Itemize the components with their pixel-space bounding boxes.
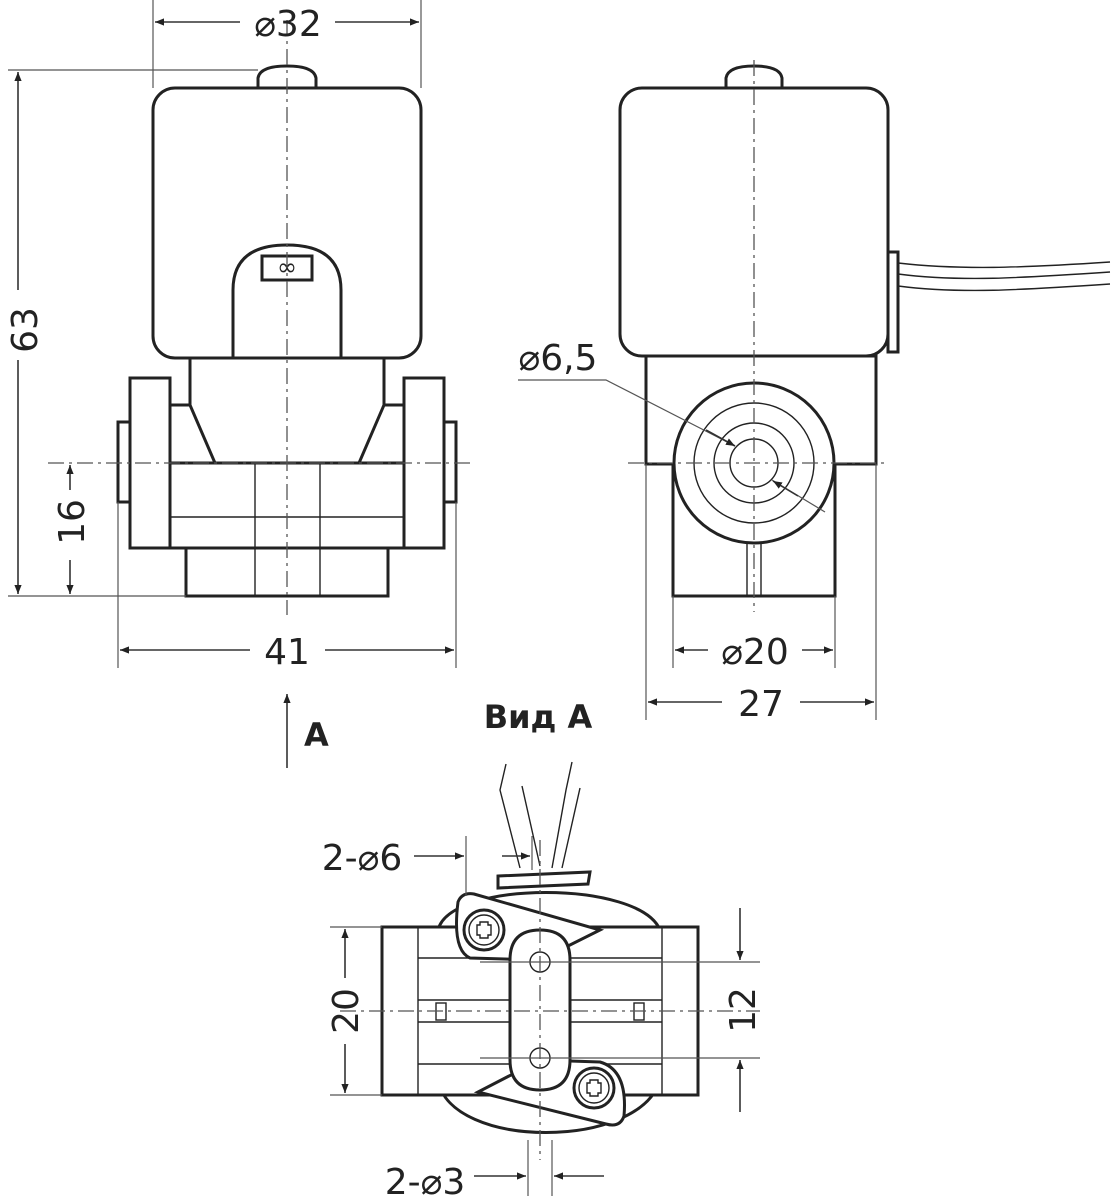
dim-body-width: 27 xyxy=(738,684,784,725)
dim-hole-spacing: 12 xyxy=(723,987,764,1033)
view-arrow-label: A xyxy=(304,716,329,754)
dim-pilot-holes: 2-⌀3 xyxy=(385,1162,465,1200)
dim-mount-holes: 2-⌀6 xyxy=(322,838,402,879)
bottom-view: Вид А xyxy=(322,698,764,1200)
dim-port-diameter: ⌀6,5 xyxy=(519,338,598,379)
dim-coil-diameter: ⌀32 xyxy=(254,4,321,45)
dim-port-height: 16 xyxy=(52,499,93,545)
dim-width: 41 xyxy=(264,632,310,673)
dim-height: 63 xyxy=(5,307,46,353)
dim-body-diameter: ⌀20 xyxy=(721,632,788,673)
front-view: ∞ ⌀32 63 16 xyxy=(5,0,470,768)
side-view: ⌀6,5 ⌀20 27 xyxy=(518,60,1111,725)
dim-body-height: 20 xyxy=(326,988,367,1034)
bottom-view-title: Вид А xyxy=(484,698,593,736)
